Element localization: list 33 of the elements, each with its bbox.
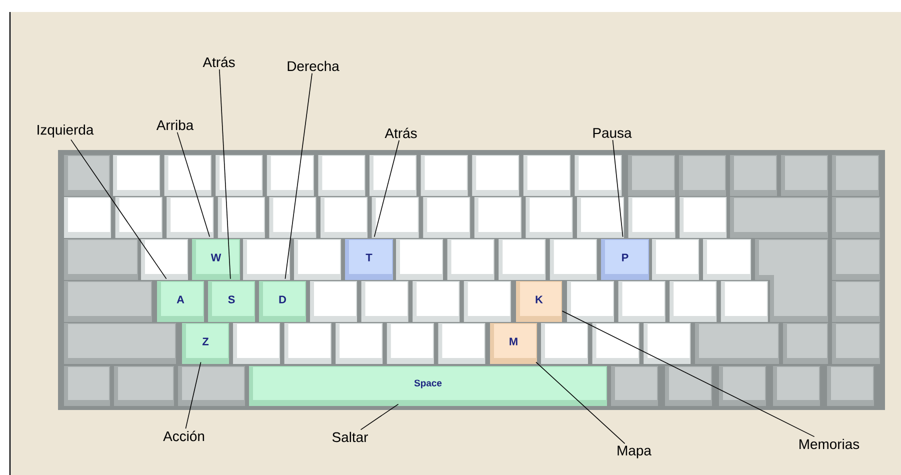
leader-line	[360, 404, 399, 430]
leader-line	[219, 69, 231, 280]
key: S	[208, 281, 255, 322]
callout-label: Derecha	[288, 60, 340, 72]
node-label: Z	[202, 338, 209, 346]
callout-label: Saltar	[332, 432, 368, 442]
leader-line	[284, 72, 312, 280]
leader-line	[374, 140, 400, 238]
callout-label: Memorias	[800, 438, 860, 450]
callout-label: Pausa	[593, 128, 632, 138]
leader-line	[536, 362, 626, 444]
leader-line	[185, 362, 202, 429]
node-label: W	[210, 254, 222, 262]
node-label: S	[228, 296, 235, 304]
key: W	[192, 239, 240, 280]
key: K	[516, 281, 562, 322]
key: M	[490, 323, 537, 364]
key: Space	[249, 366, 607, 406]
leader-line	[176, 132, 210, 238]
key: P	[601, 239, 649, 280]
leader-line	[562, 310, 815, 438]
callout-label: Izquierda	[38, 124, 94, 138]
leader-line	[70, 139, 167, 280]
callout-label: Mapa	[618, 446, 652, 458]
key: D	[259, 281, 306, 322]
key: Z	[182, 323, 229, 364]
callout-label: Atrás	[384, 128, 417, 138]
callout-label: Arriba	[156, 120, 194, 130]
leader-line	[612, 140, 624, 238]
callout-label: Atrás	[202, 56, 235, 68]
key: T	[345, 239, 393, 280]
callout-label: Acción	[163, 430, 204, 442]
key: A	[157, 281, 204, 322]
